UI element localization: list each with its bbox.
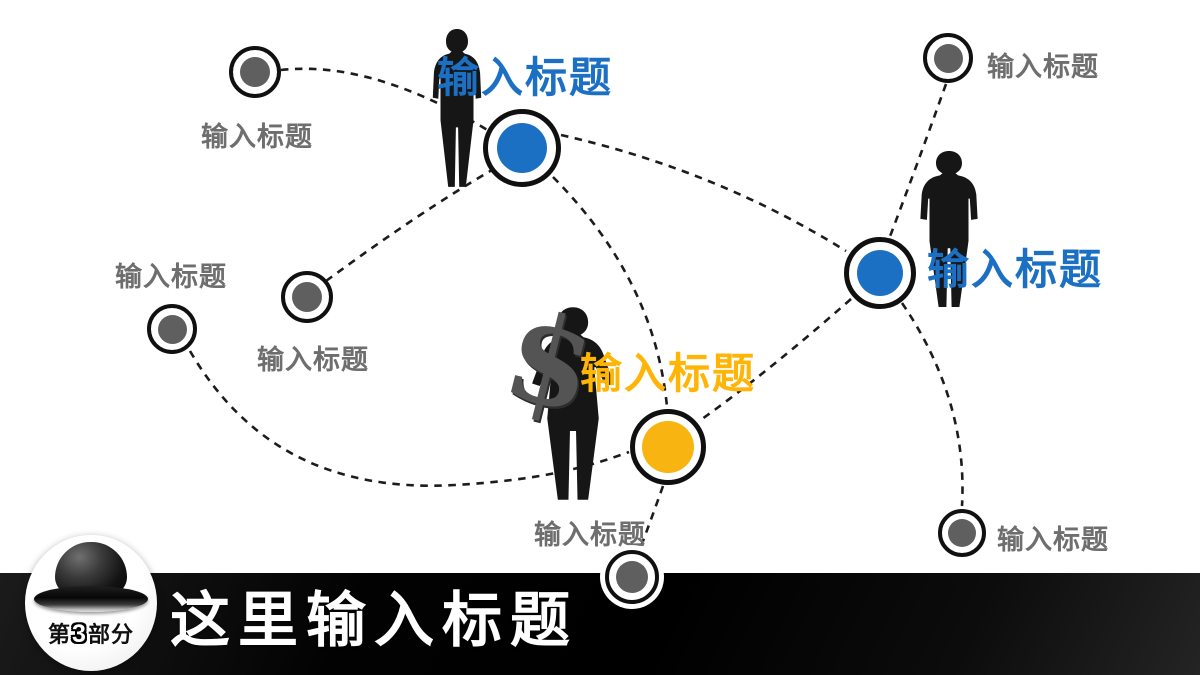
curve-blue2-to-yellow bbox=[701, 298, 852, 421]
label-bottom-right: 输入标题 bbox=[997, 525, 1109, 555]
curve-topright-to-blue2 bbox=[887, 83, 948, 240]
node-gray-bottom-right bbox=[938, 509, 986, 557]
node-blue-top bbox=[483, 109, 561, 187]
part-suffix: 部分 bbox=[87, 622, 134, 647]
node-gray-mid-left bbox=[281, 271, 333, 323]
curve-yellow-to-bottomcenter bbox=[638, 485, 665, 550]
highlight-title-blue-2: 输入标题 bbox=[927, 246, 1104, 293]
curve-blue1-to-yellow bbox=[552, 176, 669, 408]
node-dot bbox=[948, 519, 976, 547]
node-gray-top-left bbox=[229, 46, 281, 98]
node-dot bbox=[933, 43, 963, 73]
label-bottom-center: 输入标题 bbox=[534, 520, 646, 550]
label-top-right: 输入标题 bbox=[987, 52, 1099, 82]
node-dot bbox=[497, 123, 547, 173]
label-top-left: 输入标题 bbox=[201, 122, 313, 152]
node-dot bbox=[240, 57, 270, 87]
part-prefix: 第 bbox=[48, 622, 72, 647]
part-number-label: 第3部分 bbox=[25, 617, 157, 649]
highlight-title-gold: 输入标题 bbox=[580, 350, 757, 397]
curve-blue1-to-blue2 bbox=[560, 133, 847, 253]
node-dot bbox=[157, 314, 187, 344]
section-title: 这里输入标题 bbox=[170, 587, 578, 654]
node-dot bbox=[857, 250, 903, 296]
label-mid-left: 输入标题 bbox=[257, 345, 369, 375]
node-gray-top-right bbox=[923, 33, 973, 83]
label-left: 输入标题 bbox=[115, 262, 227, 292]
curve-blue2-to-bottomright bbox=[900, 302, 964, 507]
node-blue-right bbox=[844, 237, 916, 309]
node-dot bbox=[292, 282, 322, 312]
node-dot bbox=[616, 561, 648, 593]
node-dot bbox=[642, 421, 694, 473]
tuxedo-man-silhouette bbox=[910, 150, 988, 312]
bowler-hat-icon bbox=[25, 535, 157, 671]
part-number: 3 bbox=[72, 620, 87, 648]
node-yellow-center bbox=[630, 409, 706, 485]
section-title-bar bbox=[0, 573, 1200, 675]
businessman-silhouette bbox=[424, 28, 490, 192]
node-gray-bottom-center bbox=[605, 550, 659, 604]
dollar-man-silhouette bbox=[520, 306, 626, 506]
section-badge: 第3部分 bbox=[25, 535, 157, 671]
node-gray-left bbox=[147, 304, 197, 354]
highlight-title-blue-1: 输入标题 bbox=[437, 54, 614, 101]
bowler-hat-brim bbox=[34, 586, 148, 612]
